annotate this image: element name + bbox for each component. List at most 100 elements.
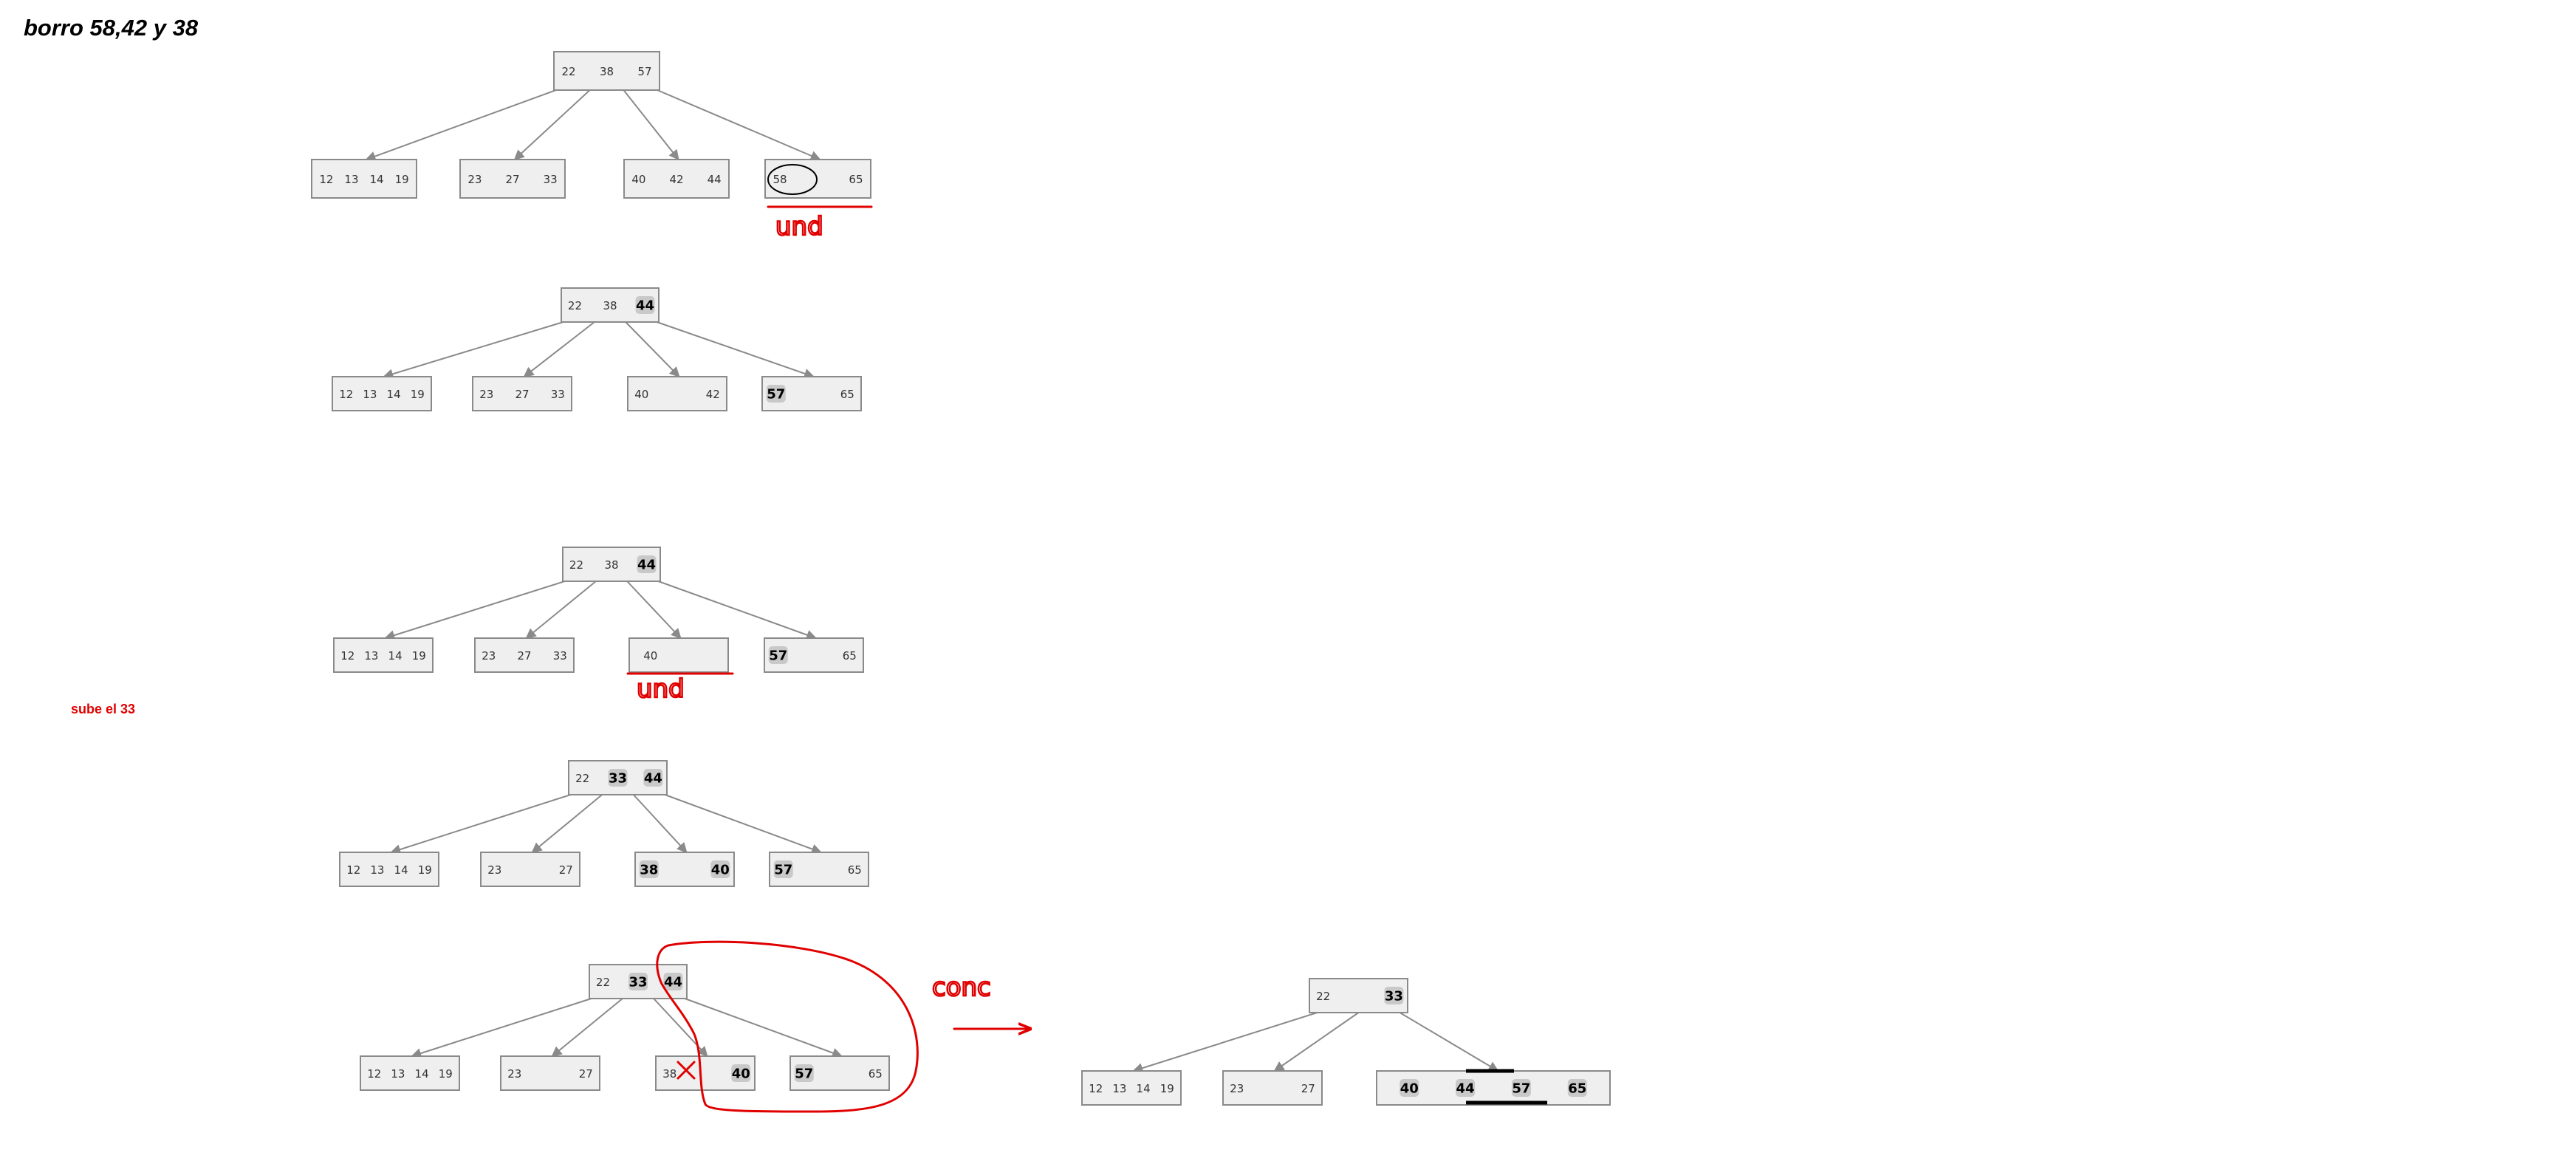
key-highlight <box>628 973 648 990</box>
annotation-sube: sube el 33 <box>71 702 136 716</box>
key-highlight <box>731 1064 751 1082</box>
leaf-node-box <box>623 159 730 199</box>
node-key: 22 <box>596 976 610 989</box>
node-key: 13 <box>1112 1082 1126 1095</box>
key-highlight <box>639 860 659 878</box>
node-key: 65 <box>843 649 857 663</box>
node-key: 58 <box>773 173 787 186</box>
node-key: 44 <box>636 298 654 314</box>
leaf-node: 40 <box>628 637 729 673</box>
ink-strike-38 <box>676 1061 696 1080</box>
node-key: 65 <box>849 173 863 186</box>
ink-loop <box>656 940 919 1113</box>
node-key: 65 <box>869 1067 883 1081</box>
key-highlight <box>768 646 788 664</box>
leaf-node-box <box>459 159 566 199</box>
node-key: 40 <box>711 863 730 878</box>
node-key: 57 <box>795 1067 813 1082</box>
leaf-node-box <box>628 637 729 673</box>
tree-edge <box>653 998 708 1058</box>
node-key: 13 <box>364 649 378 663</box>
key-highlight <box>710 860 730 878</box>
tree-edge <box>411 998 592 1058</box>
leaf-node-box <box>1222 1070 1323 1106</box>
node-key: 22 <box>575 772 589 785</box>
key-highlight <box>1567 1079 1587 1097</box>
key-highlight <box>608 769 628 787</box>
node-key: 13 <box>344 173 358 186</box>
node-key: 38 <box>604 558 618 572</box>
node-key: 12 <box>319 173 333 186</box>
node-key: 27 <box>517 649 531 663</box>
tree-edge <box>657 321 815 379</box>
node-key: 33 <box>628 975 647 990</box>
node-key: 33 <box>1385 989 1403 1004</box>
node-key: 27 <box>515 388 529 401</box>
node-key: 22 <box>568 299 582 312</box>
tree-edge <box>365 89 557 162</box>
tree-edge <box>1399 1012 1499 1072</box>
key-highlight <box>794 1064 814 1082</box>
node-key: 27 <box>505 173 519 186</box>
key-highlight <box>1400 1079 1419 1097</box>
tree-edge <box>383 321 564 380</box>
node-key: 65 <box>840 388 854 401</box>
tree-edge <box>658 581 817 640</box>
key-highlight <box>773 860 793 878</box>
key-highlight <box>1384 987 1404 1004</box>
tree-edge <box>531 794 603 853</box>
leaf-node-box <box>332 376 432 411</box>
node-key: 33 <box>551 388 565 401</box>
node-key: 40 <box>643 649 657 663</box>
node-key: 22 <box>569 558 583 572</box>
ink-text-und-1: und <box>775 212 823 242</box>
node-key: 23 <box>507 1067 521 1081</box>
ink-text-und-2: und <box>637 674 685 704</box>
node-key: 27 <box>559 863 573 877</box>
node-key: 22 <box>561 65 575 78</box>
tree-edge <box>633 794 688 854</box>
node-key: 13 <box>370 863 384 877</box>
node-key: 13 <box>391 1067 405 1081</box>
tree-edge <box>551 998 623 1057</box>
node-key: 27 <box>579 1067 593 1081</box>
node-key: 42 <box>706 388 720 401</box>
leaf-node-box <box>1081 1070 1182 1106</box>
ink-text-conc: conc <box>932 973 991 1002</box>
key-highlight <box>766 385 786 403</box>
node-key: 23 <box>1230 1082 1244 1095</box>
node-key: 65 <box>1568 1081 1586 1097</box>
leaf-node-box <box>333 637 434 673</box>
node-key: 19 <box>395 173 409 186</box>
root-node-box <box>553 51 660 91</box>
node-key: 40 <box>1400 1081 1419 1097</box>
tree-edge <box>513 89 591 160</box>
tree-edge <box>657 89 821 161</box>
node-key: 38 <box>662 1067 676 1081</box>
root-node-box <box>561 287 660 323</box>
node-key: 12 <box>340 649 354 663</box>
tree-edge <box>523 321 595 377</box>
